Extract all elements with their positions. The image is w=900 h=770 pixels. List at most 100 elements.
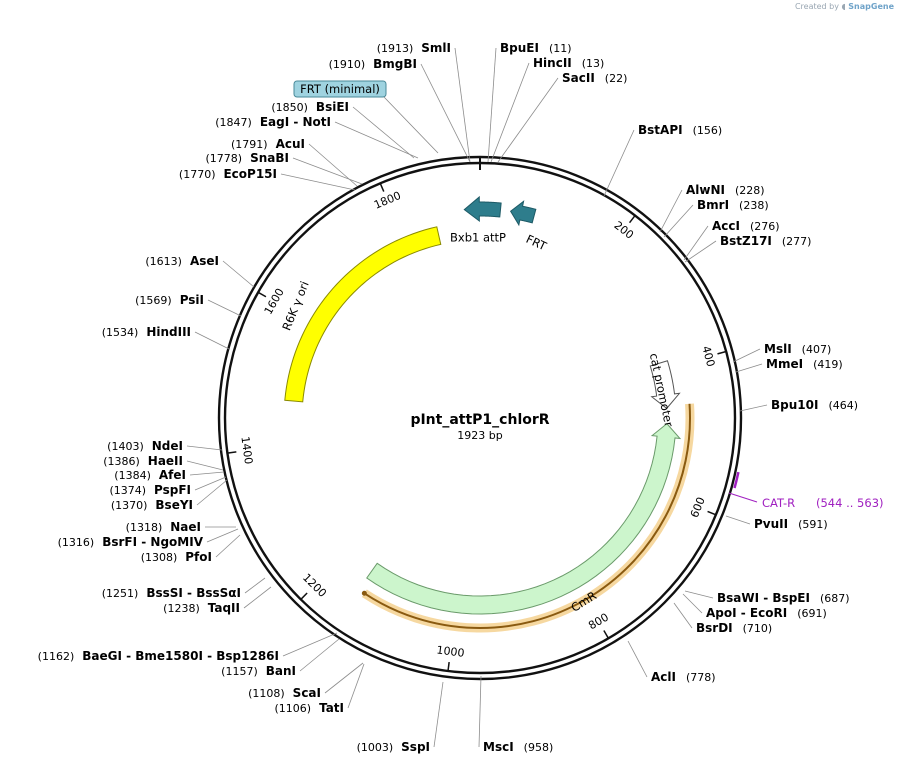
site-name: HaeII bbox=[148, 454, 183, 468]
site-leader-line bbox=[735, 363, 763, 373]
site-leader-line bbox=[682, 593, 703, 614]
tick-label: 200 bbox=[611, 219, 636, 242]
site-pfoi[interactable]: PfoI(1308) bbox=[141, 534, 241, 564]
plasmid-backbone bbox=[217, 155, 743, 681]
site-bstapi[interactable]: BstAPI(156) bbox=[603, 123, 722, 197]
site-name: BmgBI bbox=[373, 57, 417, 71]
frt-minimal-box[interactable] bbox=[293, 80, 387, 98]
site-name: BssSI - BssSαI bbox=[146, 586, 241, 600]
site-name: AseI bbox=[190, 254, 219, 268]
site-position: (1370) bbox=[111, 499, 148, 512]
site-bani[interactable]: BanI(1157) bbox=[221, 638, 340, 678]
site-position: (228) bbox=[735, 184, 765, 197]
site-name: SspI bbox=[401, 740, 430, 754]
site-taqii[interactable]: TaqII(1238) bbox=[163, 586, 272, 615]
site-leader-line bbox=[732, 348, 761, 363]
feature-cmr[interactable] bbox=[366, 422, 682, 615]
site-ecop15i[interactable]: EcoP15I(1770) bbox=[179, 167, 356, 191]
tick-label: 400 bbox=[699, 344, 717, 368]
tick-label: 800 bbox=[586, 611, 611, 633]
site-leader-line bbox=[215, 534, 241, 558]
site-leader-line bbox=[206, 528, 239, 543]
site-baegi[interactable]: BaeGI - Bme1580I - Bsp1286I(1162) bbox=[38, 632, 338, 663]
site-name: BsrDI bbox=[696, 621, 733, 635]
site-bmri[interactable]: BmrI(238) bbox=[663, 198, 769, 238]
site-hindiii[interactable]: HindIII(1534) bbox=[102, 325, 230, 350]
site-mmei[interactable]: MmeI(419) bbox=[735, 357, 843, 373]
site-alwni[interactable]: AlwNI (228) bbox=[659, 183, 765, 233]
feature-bxb1-attp[interactable] bbox=[463, 195, 502, 223]
site-leader-line bbox=[673, 602, 693, 629]
tick-mark bbox=[300, 592, 308, 600]
site-position: (710) bbox=[743, 622, 773, 635]
site-leader-line bbox=[299, 638, 340, 672]
site-leader-line bbox=[627, 640, 648, 678]
site-msci[interactable]: MscI (958) bbox=[478, 675, 554, 754]
site-name: SacII bbox=[562, 71, 595, 85]
site-position: (419) bbox=[813, 358, 843, 371]
site-acci[interactable]: AccI(276) bbox=[683, 219, 780, 261]
frt-minimal-leader bbox=[383, 96, 439, 154]
site-bpu10i[interactable]: Bpu10I(464) bbox=[739, 398, 858, 412]
site-scai[interactable]: ScaI(1108) bbox=[248, 662, 364, 700]
site-hincii[interactable]: HincII(13) bbox=[490, 56, 605, 163]
site-name: ApoI - EcoRI bbox=[706, 606, 787, 620]
site-bsiei[interactable]: BsiEI(1850) bbox=[271, 100, 415, 159]
site-name: NaeI bbox=[170, 520, 201, 534]
site-position: (407) bbox=[802, 343, 832, 356]
site-smli[interactable]: SmlI(1913) bbox=[377, 41, 471, 163]
site-position: (687) bbox=[820, 592, 850, 605]
site-bpuei[interactable]: BpuEI(11) bbox=[487, 41, 572, 163]
site-leader-line bbox=[186, 445, 223, 451]
site-name: MscI bbox=[483, 740, 514, 754]
site-position: (238) bbox=[739, 199, 769, 212]
site-sspi[interactable]: SspI(1003) bbox=[357, 681, 444, 754]
site-position: (22) bbox=[605, 72, 628, 85]
feature-label-frt: FRT bbox=[524, 232, 550, 254]
site-leader-line bbox=[352, 106, 415, 159]
feature-cat-promoter[interactable] bbox=[649, 360, 681, 410]
site-leader-line bbox=[194, 476, 227, 491]
site-position: (958) bbox=[524, 741, 554, 754]
site-psii[interactable]: PsiI(1569) bbox=[135, 293, 242, 317]
site-bstz17i[interactable]: BstZ17I(277) bbox=[684, 234, 811, 263]
site-name: BanI bbox=[266, 664, 296, 678]
site-bsrdi[interactable]: BsrDI (710) bbox=[673, 602, 773, 635]
site-snabi[interactable]: SnaBI(1778) bbox=[206, 151, 363, 185]
site-bsrfi[interactable]: BsrFI - NgoMIV(1316) bbox=[58, 528, 239, 549]
site-pspfi[interactable]: PspFI(1374) bbox=[109, 476, 227, 497]
site-afei[interactable]: AfeI(1384) bbox=[114, 468, 225, 482]
orf-arrow[interactable] bbox=[363, 403, 691, 629]
site-name: AlwNI bbox=[686, 183, 725, 197]
site-sacii[interactable]: SacII (22) bbox=[497, 71, 628, 163]
site-acli[interactable]: AclI(778) bbox=[627, 640, 716, 684]
site-leader-line bbox=[684, 590, 714, 599]
site-pvuii[interactable]: PvuII(591) bbox=[725, 515, 828, 531]
site-position: (1778) bbox=[206, 152, 243, 165]
site-bsssi[interactable]: BssSI - BssSαI(1251) bbox=[102, 577, 266, 600]
site-name: Bpu10I bbox=[771, 398, 818, 412]
site-position: (1384) bbox=[114, 469, 151, 482]
tick-label: 1400 bbox=[238, 436, 255, 466]
site-bmgbi[interactable]: BmgBI(1910) bbox=[329, 57, 471, 163]
site-naei[interactable]: NaeI(1318) bbox=[126, 520, 236, 534]
site-position: (1106) bbox=[274, 702, 311, 715]
site-ndei[interactable]: NdeI(1403) bbox=[107, 439, 223, 453]
site-eagi[interactable]: EagI - NotI(1847) bbox=[215, 115, 419, 159]
feature-r6k-ori[interactable] bbox=[284, 226, 442, 403]
site-apoi[interactable]: ApoI - EcoRI(691) bbox=[682, 593, 827, 620]
site-asei[interactable]: AseI(1613) bbox=[145, 254, 255, 288]
site-leader-line bbox=[490, 62, 530, 163]
site-haeii[interactable]: HaeII(1386) bbox=[103, 454, 224, 471]
site-position: (13) bbox=[582, 57, 605, 70]
site-tati[interactable]: TatI(1106) bbox=[274, 663, 365, 715]
site-position: (1316) bbox=[58, 536, 95, 549]
feature-frt[interactable] bbox=[509, 200, 537, 227]
site-msli[interactable]: MslI(407) bbox=[732, 342, 832, 363]
site-bsawi[interactable]: BsaWI - BspEI(687) bbox=[684, 590, 850, 605]
site-position: (1403) bbox=[107, 440, 144, 453]
site-bseyi[interactable]: BseYI(1370) bbox=[111, 479, 228, 512]
site-leader-line bbox=[280, 173, 356, 191]
site-position: (591) bbox=[798, 518, 828, 531]
primer-cat-r-arrow[interactable] bbox=[733, 471, 740, 489]
